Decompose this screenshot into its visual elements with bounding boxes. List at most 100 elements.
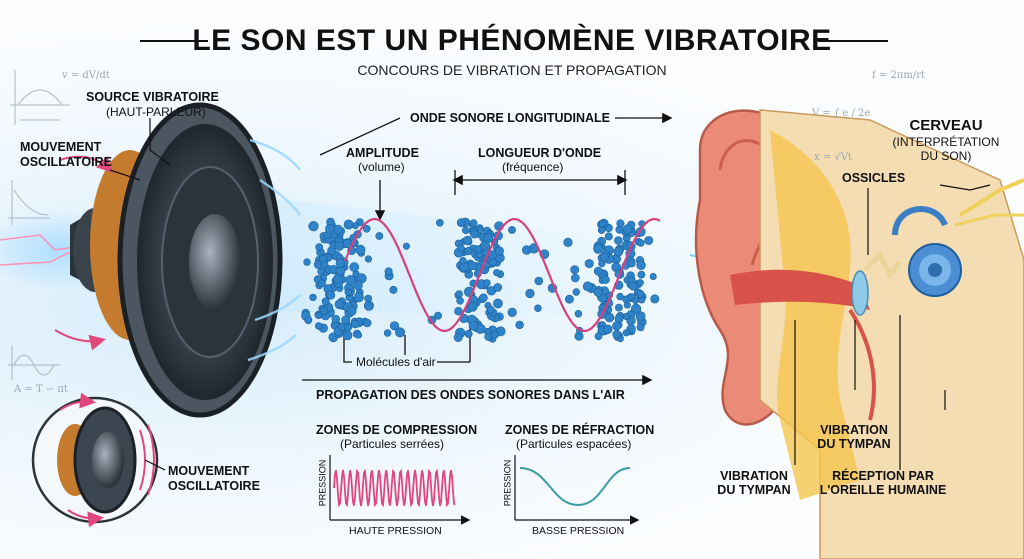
air-molecule (351, 222, 359, 230)
rarefaction-graph (514, 455, 640, 525)
air-molecule (612, 329, 622, 339)
air-molecule (464, 329, 473, 338)
air-molecule (453, 332, 463, 342)
movement-bottom-line1: MOUVEMENT (168, 464, 250, 478)
air-molecule (317, 267, 325, 276)
air-molecule (480, 240, 491, 251)
air-molecule (364, 255, 373, 263)
air-molecule (326, 290, 336, 300)
vibration-outer-line1: VIBRATION (720, 469, 788, 483)
leaders-ear (794, 184, 991, 470)
compression-graph (329, 455, 471, 525)
air-molecule (636, 260, 646, 270)
air-molecule (354, 331, 363, 339)
air-molecule (347, 306, 357, 316)
air-molecule (525, 288, 535, 299)
compression-x-axis: HAUTE PRESSION (349, 525, 442, 537)
air-molecule (395, 327, 406, 338)
air-molecule (479, 293, 488, 302)
reception-line2: L'OREILLE HUMAINE (819, 483, 947, 497)
air-molecule (468, 261, 477, 270)
air-molecule (484, 332, 493, 341)
air-molecule (614, 314, 624, 324)
air-molecule (463, 235, 473, 245)
air-molecule (470, 230, 479, 239)
air-molecule (304, 316, 313, 325)
air-molecule (331, 315, 340, 324)
air-molecule (489, 258, 498, 267)
air-molecule (534, 276, 544, 286)
air-molecule (335, 258, 345, 268)
air-molecule (613, 246, 624, 257)
air-molecule (614, 236, 623, 245)
air-molecule (604, 232, 613, 241)
air-molecule (464, 247, 473, 256)
air-molecule (622, 312, 630, 321)
ossicles-label: OSSICLES (842, 171, 906, 185)
air-molecule (363, 300, 374, 311)
air-molecule (334, 241, 344, 251)
formula-eq: A = T − πt (14, 384, 68, 395)
air-molecule (650, 294, 660, 304)
air-molecule (565, 294, 574, 304)
compression-label: ZONES DE COMPRESSION (316, 423, 478, 437)
reception-line1: RÉCEPTION PAR (832, 469, 934, 483)
air-molecule (343, 219, 354, 230)
page-subtitle: CONCOURS DE VIBRATION ET PROPAGATION (357, 62, 667, 78)
air-molecule (483, 279, 491, 287)
air-molecule (469, 219, 478, 227)
air-molecule (315, 322, 323, 330)
air-molecule (631, 296, 639, 304)
amplitude-sublabel: (volume) (358, 160, 405, 174)
air-molecule (389, 285, 398, 294)
air-molecule (636, 323, 645, 332)
wave-title: ONDE SONORE LONGITUDINALE (410, 111, 611, 125)
air-molecule (344, 288, 352, 296)
speaker (54, 102, 302, 418)
air-molecule (457, 244, 465, 252)
air-molecule (315, 243, 324, 251)
air-molecule (572, 288, 580, 296)
air-molecule (384, 267, 393, 276)
rarefaction-sublabel: (Particules espacées) (516, 437, 632, 451)
wavelength-sublabel: (fréquence) (502, 160, 564, 174)
air-molecule (459, 257, 467, 265)
air-molecule (630, 303, 642, 315)
vibration-inner-line2: DU TYMPAN (817, 437, 891, 451)
air-molecule (622, 329, 630, 337)
air-molecule (636, 279, 644, 287)
air-molecule (345, 275, 356, 286)
air-molecule (375, 232, 384, 240)
propagation-label: PROPAGATION DES ONDES SONORES DANS L'AIR (316, 388, 625, 402)
air-molecule (435, 219, 444, 227)
amplitude-label: AMPLITUDE (346, 146, 419, 160)
air-molecule (309, 293, 317, 302)
air-molecule (598, 220, 607, 228)
air-molecule (492, 298, 503, 309)
air-molecule (349, 262, 360, 272)
source-label: SOURCE VIBRATOIRE (86, 90, 219, 104)
air-molecule (320, 306, 329, 315)
air-molecule (303, 258, 311, 266)
air-molecule (402, 242, 410, 250)
formula-velocity: v = dV/dt (62, 70, 110, 81)
air-molecule (389, 321, 400, 331)
formula-power: V = ∫ e / 2e (812, 108, 871, 119)
air-molecule (332, 274, 343, 285)
air-molecule (486, 305, 495, 314)
air-molecule (570, 273, 580, 283)
air-molecule (456, 218, 466, 227)
wavelength-label: LONGUEUR D'ONDE (478, 146, 602, 160)
air-molecule (563, 237, 573, 247)
air-molecule (456, 296, 464, 305)
air-molecule (593, 287, 603, 297)
air-molecule (644, 236, 654, 245)
air-molecule (649, 272, 657, 280)
air-molecule (593, 243, 604, 254)
air-molecule (318, 279, 326, 288)
air-molecule (615, 303, 623, 312)
air-molecule (362, 318, 372, 328)
air-molecule (493, 283, 503, 292)
